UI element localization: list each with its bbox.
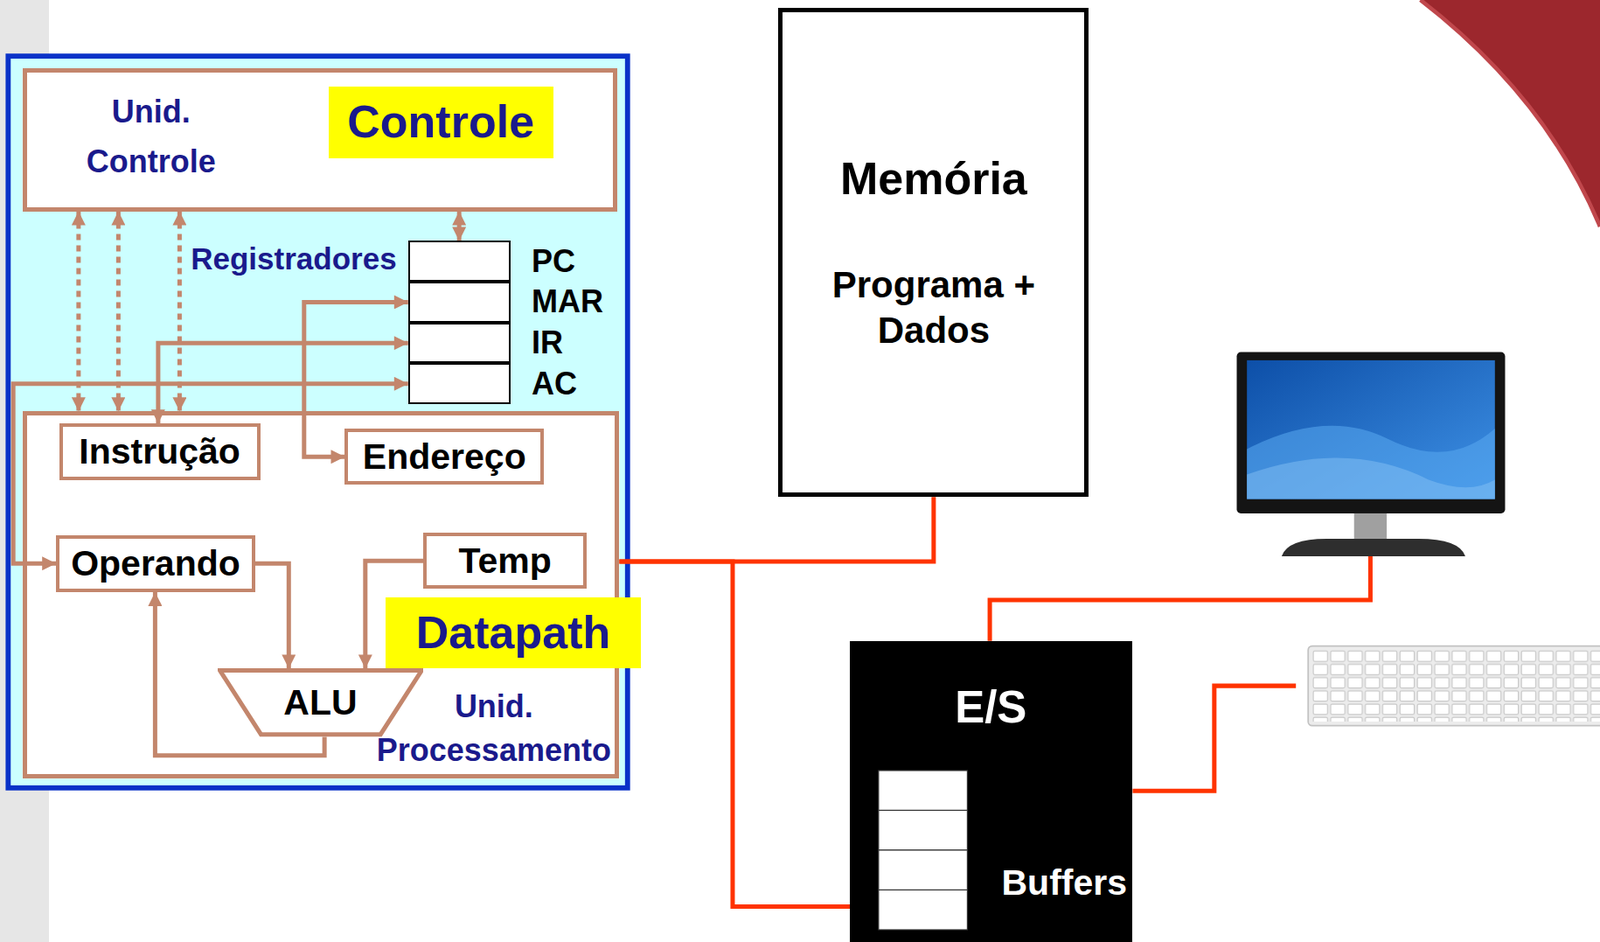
buffer-cell [878,889,968,930]
buffer-cell [878,809,968,850]
node-label: IR [531,324,564,361]
screen-wave [1246,425,1496,500]
monitor-icon [1237,352,1506,557]
monitor-neck [1354,513,1387,542]
control-unit: Unid. Controle Controle [22,68,618,211]
memory-box: MemóriaPrograma + Dados [778,7,1089,497]
register: AC [408,362,511,404]
io-wire [989,556,1371,641]
buffer-cell [878,849,968,891]
process-box: Temp [423,532,587,589]
process-box: Instrução [59,423,261,480]
node-label: MAR [531,284,604,320]
control-signal [116,211,121,412]
group-label: Registradores [190,241,397,277]
monitor-bezel [1237,352,1506,514]
datapath-fill [22,410,620,779]
data-path-arrow [255,563,290,668]
keyboard-icon [1307,646,1600,726]
node-label: Temp [459,540,552,582]
box-title: E/S [889,680,1093,734]
data-path-arrow [304,301,409,457]
alu-trapezoid [219,670,422,735]
node-label: ALU [283,681,357,724]
node-label: Endereço [362,436,527,478]
control-signal [177,211,182,412]
process-box: Operando [55,535,256,592]
keyboard-keys [1312,649,1600,722]
node-label: Instrução [78,431,241,473]
processing-unit: DatapathUnid. ProcessamentoInstruçãoEnde… [22,410,620,779]
register: IR [408,322,511,364]
process-box: Endereço [344,428,544,485]
register: MAR [408,281,511,323]
node-label: PC [531,243,576,279]
control-fill [22,68,618,211]
keyboard-body [1307,646,1600,726]
bus-wire [619,561,850,906]
unit-title: Unid. Processamento [372,684,616,773]
unit-title: Unid. Controle [68,86,235,188]
corner-decoration-edge [1420,0,1600,227]
register: PC [408,240,511,282]
control-signal [76,211,81,412]
io-box: E/S Buffers [849,640,1133,942]
buffer-label: Buffers [997,861,1131,905]
corner-decoration [1420,0,1600,227]
register-fill [408,240,511,404]
monitor-base [1281,538,1466,557]
highlight-label: Controle [328,86,554,159]
cpu-frame [7,55,627,788]
bus-wire [619,496,933,562]
screen-wave [1246,458,1496,500]
alu-shape: ALU [217,667,425,737]
data-path-arrow [457,211,462,242]
node-label: Operando [70,542,241,585]
box-title: Memória [790,151,1077,206]
monitor-screen [1246,360,1496,500]
buffer-cell [878,770,968,811]
node-label: AC [531,365,578,402]
io-wire [1132,685,1296,791]
box-body: Programa + Dados [811,262,1057,355]
highlight-label: Datapath [385,597,641,669]
